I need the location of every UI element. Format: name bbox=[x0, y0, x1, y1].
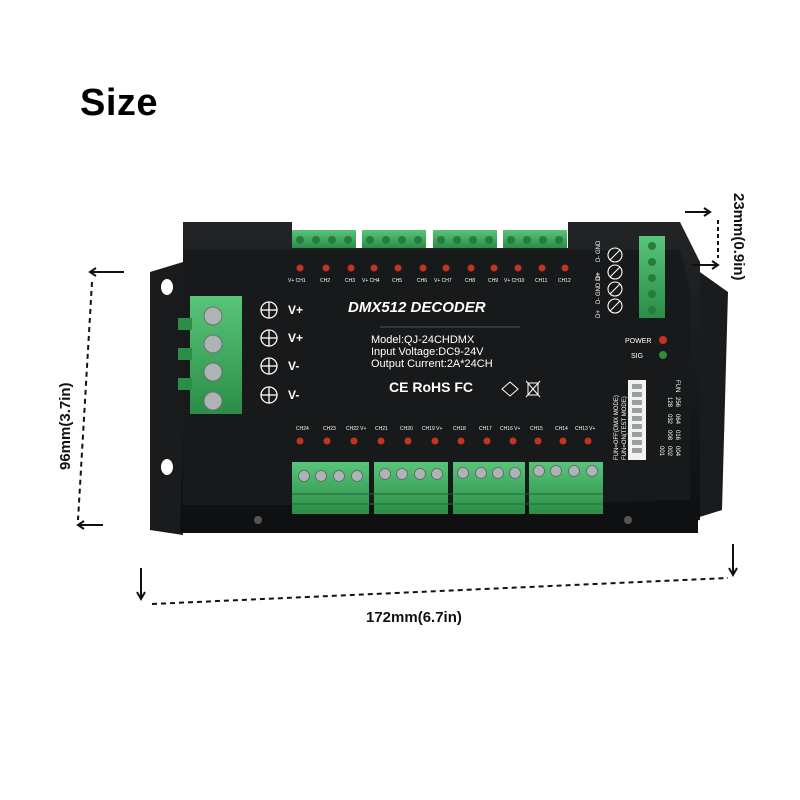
svg-text:256: 256 bbox=[674, 397, 680, 408]
power-indicator-label: POWER bbox=[625, 338, 651, 345]
svg-text:CH19 V+: CH19 V+ bbox=[422, 426, 443, 432]
svg-text:FUN=OFF(DMX MODE): FUN=OFF(DMX MODE) bbox=[614, 395, 620, 460]
enclosure-face bbox=[183, 250, 690, 512]
device-name: DMX512 DECODER bbox=[348, 299, 486, 316]
svg-text:CH3: CH3 bbox=[345, 278, 355, 284]
mounting-flange-left bbox=[150, 262, 183, 535]
svg-text:CH16 V+: CH16 V+ bbox=[500, 426, 521, 432]
svg-text:CH22 V+: CH22 V+ bbox=[346, 426, 367, 432]
svg-text:128: 128 bbox=[666, 397, 672, 408]
svg-text:V+: V+ bbox=[288, 331, 303, 345]
width-dimension-label: 172mm(6.7in) bbox=[366, 609, 462, 626]
width-dimension-line bbox=[136, 544, 738, 605]
svg-text:D- GND: D- GND bbox=[596, 240, 602, 262]
power-terminal-block bbox=[178, 296, 242, 414]
dmx-terminal-labels: D- GND D+ D- GND D+ D+ bbox=[596, 240, 602, 318]
certification-marks: CE RoHS FC bbox=[389, 379, 473, 395]
top-channel-leds bbox=[296, 264, 569, 272]
dip-switch bbox=[628, 380, 646, 460]
svg-text:001: 001 bbox=[658, 446, 664, 457]
svg-text:CH11: CH11 bbox=[535, 278, 548, 284]
power-input-markers bbox=[260, 301, 278, 404]
svg-text:CH9: CH9 bbox=[488, 278, 498, 284]
svg-text:CH5: CH5 bbox=[392, 278, 402, 284]
bottom-terminal-blocks bbox=[292, 462, 603, 514]
svg-text:D+: D+ bbox=[596, 272, 602, 280]
svg-text:CH20: CH20 bbox=[400, 426, 413, 432]
svg-text:016: 016 bbox=[674, 430, 680, 441]
svg-text:CH12: CH12 bbox=[558, 278, 571, 284]
svg-text:V+ CH7: V+ CH7 bbox=[434, 278, 452, 284]
svg-text:D+: D+ bbox=[596, 310, 602, 318]
device-model: Model:QJ-24CHDMX bbox=[371, 334, 475, 346]
svg-text:V+: V+ bbox=[288, 303, 303, 317]
bottom-channel-leds bbox=[296, 437, 592, 445]
dip-switch-labels: FUN 256 128 064 032 016 008 004 002 001 … bbox=[614, 380, 680, 460]
svg-text:CH24: CH24 bbox=[296, 426, 309, 432]
svg-text:002: 002 bbox=[666, 446, 672, 457]
svg-text:064: 064 bbox=[674, 414, 680, 425]
signal-led bbox=[659, 351, 667, 359]
height-dimension-label: 96mm(3.7in) bbox=[57, 382, 74, 470]
svg-text:CH15: CH15 bbox=[530, 426, 543, 432]
svg-text:V+ CH1: V+ CH1 bbox=[288, 278, 306, 284]
svg-text:CH17: CH17 bbox=[479, 426, 492, 432]
svg-text:008: 008 bbox=[666, 430, 672, 441]
device-voltage: Input Voltage:DC9-24V bbox=[371, 346, 484, 358]
depth-dimension-line bbox=[685, 207, 720, 270]
svg-text:V-: V- bbox=[288, 388, 299, 402]
svg-text:FUN=ON(TEST MODE): FUN=ON(TEST MODE) bbox=[622, 396, 628, 460]
device-current: Output Current:2A*24CH bbox=[371, 358, 493, 370]
depth-dimension-label: 23mm(0.9in) bbox=[730, 193, 747, 281]
svg-text:FUN: FUN bbox=[674, 380, 680, 392]
svg-text:004: 004 bbox=[674, 446, 680, 457]
height-dimension-line bbox=[76, 267, 124, 530]
svg-text:D- GND D+: D- GND D+ bbox=[596, 273, 602, 304]
power-led bbox=[659, 336, 667, 344]
svg-text:V+ CH10: V+ CH10 bbox=[504, 278, 525, 284]
svg-text:032: 032 bbox=[666, 414, 672, 425]
svg-text:CH14: CH14 bbox=[555, 426, 568, 432]
signal-indicator-label: SIG bbox=[631, 353, 643, 360]
svg-text:CH23: CH23 bbox=[323, 426, 336, 432]
weee-icon bbox=[501, 380, 541, 398]
top-channel-labels: V+ CH1 CH2 CH3 V+ CH4 CH5 CH6 V+ CH7 CH8… bbox=[288, 278, 571, 284]
dmx-terminal-block bbox=[639, 236, 665, 318]
power-input-labels: V+ V+ V- V- bbox=[288, 303, 303, 402]
svg-text:CH8: CH8 bbox=[465, 278, 475, 284]
svg-text:CH6: CH6 bbox=[417, 278, 427, 284]
page-title: Size bbox=[80, 82, 159, 124]
svg-text:V-: V- bbox=[288, 359, 299, 373]
svg-text:CH13 V+: CH13 V+ bbox=[575, 426, 596, 432]
bottom-channel-labels: CH24 CH23 CH22 V+ CH21 CH20 CH19 V+ CH18… bbox=[296, 426, 596, 432]
dmx-terminal-markers bbox=[607, 247, 623, 314]
svg-text:CH21: CH21 bbox=[375, 426, 388, 432]
svg-text:CH2: CH2 bbox=[320, 278, 330, 284]
svg-text:CH18: CH18 bbox=[453, 426, 466, 432]
top-terminal-blocks bbox=[292, 230, 567, 248]
svg-text:V+ CH4: V+ CH4 bbox=[362, 278, 380, 284]
